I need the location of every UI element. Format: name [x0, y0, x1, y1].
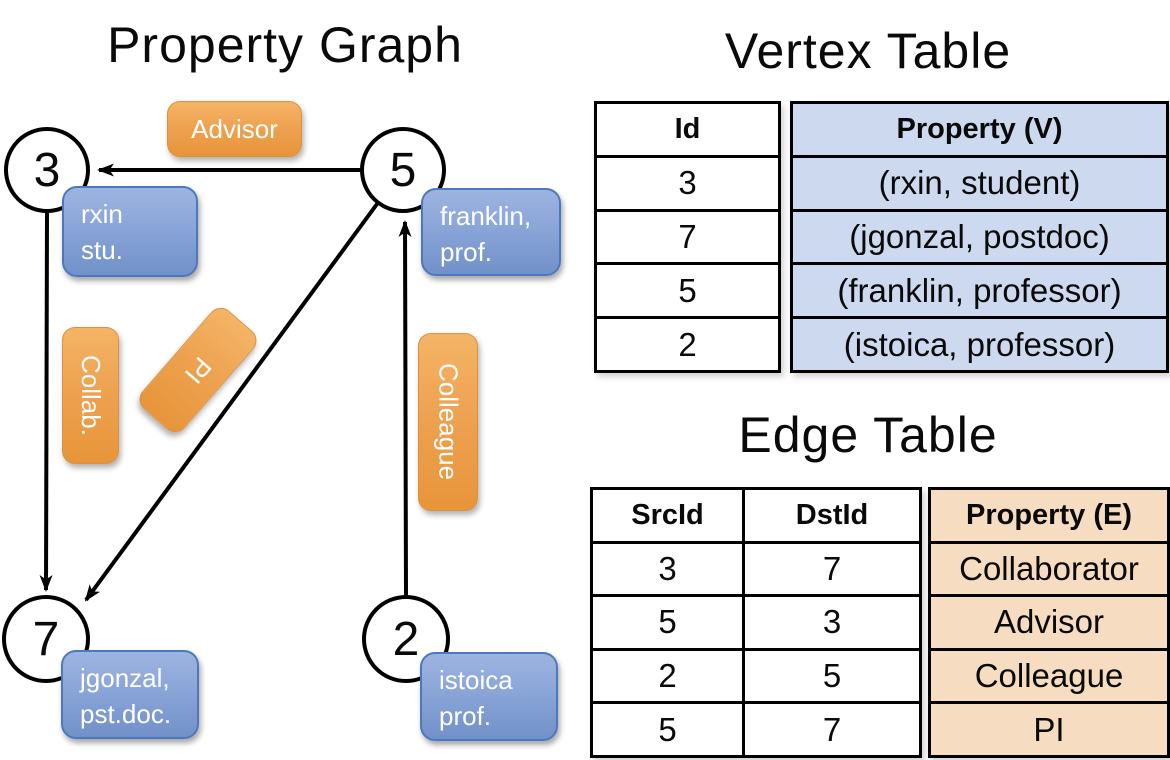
- edge-table-cell-property: Advisor: [931, 597, 1167, 648]
- vertex-table-header-property: Property (V): [793, 104, 1166, 155]
- vertex-table-cell-id: 2: [678, 325, 697, 363]
- edge-table-cell-dstid: 5: [822, 657, 842, 695]
- vertex-table-cell-property: (istoica, professor): [793, 319, 1166, 370]
- vertex-id-5: 5: [389, 143, 417, 197]
- vertex-property-box-istoica: istoica prof.: [420, 652, 558, 741]
- vertex-table-cell-property: (franklin, professor): [793, 265, 1166, 317]
- edge-table-header-dstid: DstId: [795, 498, 869, 531]
- property-line: rxin: [81, 199, 123, 229]
- edge-table-cell-property: PI: [931, 704, 1167, 755]
- property-graph-title: Property Graph: [107, 17, 463, 73]
- edge-label-colleague: Colleague: [418, 333, 478, 511]
- vertex-table-title: Vertex Table: [724, 23, 1012, 79]
- edge-table-cell-dstid: 7: [822, 710, 842, 748]
- edge-table-property-column: Property (E) Collaborator Advisor Collea…: [928, 487, 1170, 758]
- edge-table-cell-property: Collaborator: [931, 543, 1167, 595]
- edge-table-id-columns: SrcId DstId 3 7 5 3 2 5 5 7: [590, 487, 922, 758]
- edge-table-header-srcid: SrcId: [593, 490, 745, 541]
- vertex-table-id-column: Id 3 7 5 2: [594, 101, 781, 373]
- edge-table-header-property: Property (E): [931, 490, 1167, 541]
- vertex-property-box-rxin: rxin stu.: [62, 186, 198, 277]
- edge-pi-5-to-7: [84, 202, 379, 602]
- edge-table-cell-dstid: 7: [822, 549, 842, 587]
- vertex-table-cell-id: 3: [678, 164, 697, 202]
- vertex-table-cell-property: (rxin, student): [793, 157, 1166, 209]
- edge-label-collab: Collab.: [62, 327, 119, 464]
- edge-collab-3-to-7: [39, 211, 53, 592]
- edge-table-cell-srcid: 2: [593, 650, 745, 702]
- vertex-table-cell-id: 7: [678, 217, 697, 255]
- property-line: franklin,: [440, 201, 532, 231]
- vertex-table-property-column: Property (V) (rxin, student) (jgonzal, p…: [790, 101, 1169, 373]
- property-line: stu.: [81, 234, 123, 265]
- vertex-property-box-franklin: franklin, prof.: [421, 188, 561, 276]
- property-line: prof.: [440, 236, 493, 267]
- edge-table-title: Edge Table: [738, 407, 998, 463]
- property-line: pst.doc.: [80, 698, 172, 729]
- edge-label-advisor: Advisor: [167, 101, 302, 157]
- property-line: jgonzal,: [80, 663, 170, 693]
- vertex-table-cell-id: 5: [678, 271, 697, 309]
- vertex-id-3: 3: [33, 143, 61, 197]
- vertex-table-header-id: Id: [674, 112, 701, 145]
- vertex-id-7: 7: [32, 612, 60, 666]
- edge-colleague-2-to-5: [398, 220, 412, 597]
- vertex-property-box-jgonzal: jgonzal, pst.doc.: [61, 650, 199, 739]
- vertex-id-2: 2: [392, 612, 420, 666]
- property-line: prof.: [439, 700, 492, 731]
- vertex-table-cell-property: (jgonzal, postdoc): [793, 211, 1166, 263]
- edge-table-cell-srcid: 5: [593, 704, 745, 755]
- edge-table-cell-srcid: 3: [593, 543, 745, 595]
- edge-table-cell-srcid: 5: [593, 597, 745, 648]
- edge-table-cell-property: Colleague: [931, 650, 1167, 702]
- edge-table-cell-dstid: 3: [822, 603, 842, 641]
- property-line: istoica: [439, 665, 513, 695]
- vertex-circle-5: [360, 127, 446, 213]
